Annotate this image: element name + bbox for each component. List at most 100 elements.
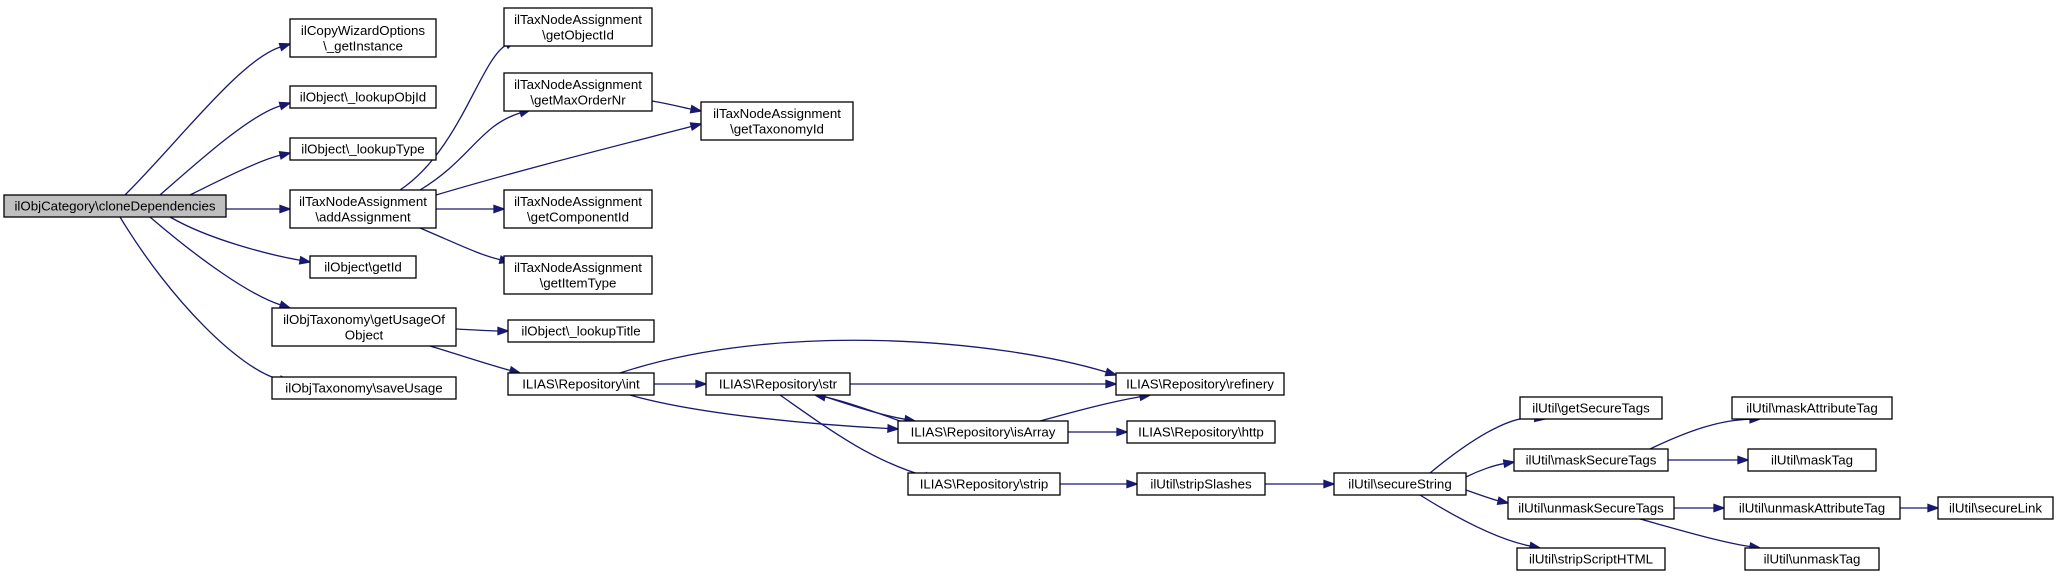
node-stripScriptHTML[interactable]: ilUtil\stripScriptHTML bbox=[1516, 547, 1666, 571]
edge-isArray-to-refinery bbox=[1039, 392, 1152, 422]
edge-line bbox=[1465, 489, 1499, 502]
node-box bbox=[271, 376, 457, 400]
edge-unmaskSecureTags-to-unmaskTag bbox=[1639, 518, 1762, 551]
node-getId[interactable]: ilObject\getId bbox=[309, 255, 417, 279]
node-lookupType[interactable]: ilObject\_lookupType bbox=[289, 137, 437, 161]
edge-getUsageOfObject-to-lookupTitle bbox=[455, 326, 510, 336]
edge-line bbox=[419, 112, 521, 191]
node-label: ilUtil\maskSecureTags bbox=[1526, 453, 1657, 468]
node-label: ilTaxNodeAssignment bbox=[514, 194, 642, 209]
node-box bbox=[897, 420, 1069, 444]
node-isArray[interactable]: ILIAS\Repository\isArray bbox=[897, 420, 1069, 444]
edge-addAssignment-to-getComponentId bbox=[436, 204, 506, 214]
node-addAssignment[interactable]: ilTaxNodeAssignment\addAssignment bbox=[289, 189, 437, 229]
node-label: ilUtil\maskAttributeTag bbox=[1746, 401, 1878, 416]
edge-unmaskSecureTags-to-unmaskAttributeTag bbox=[1674, 503, 1726, 513]
edge-secureString-to-unmaskSecureTags bbox=[1465, 489, 1510, 506]
node-box bbox=[289, 137, 437, 161]
node-secureString[interactable]: ilUtil\secureString bbox=[1333, 472, 1467, 496]
node-lookupObjId[interactable]: ilObject\_lookupObjId bbox=[289, 85, 437, 109]
edge-line bbox=[419, 227, 501, 261]
node-label: ILIAS\Repository\isArray bbox=[911, 425, 1056, 440]
node-label: \getMaxOrderNr bbox=[530, 92, 626, 107]
arrowhead-icon bbox=[298, 255, 312, 265]
edge-line bbox=[1465, 462, 1505, 478]
node-root[interactable]: ilObjCategory\cloneDependencies bbox=[3, 194, 227, 218]
edge-int-to-refinery bbox=[619, 339, 1118, 377]
node-maskAttributeTag[interactable]: ilUtil\maskAttributeTag bbox=[1731, 396, 1893, 420]
arrowhead-icon bbox=[1927, 503, 1940, 513]
arrowhead-icon bbox=[1104, 367, 1118, 377]
node-box bbox=[1519, 396, 1663, 420]
node-label: ilObjCategory\cloneDependencies bbox=[14, 199, 215, 214]
node-saveUsage[interactable]: ilObjTaxonomy\saveUsage bbox=[271, 376, 457, 400]
edge-secureString-to-maskSecureTags bbox=[1465, 459, 1516, 478]
node-getObjectId[interactable]: ilTaxNodeAssignment\getObjectId bbox=[503, 7, 653, 47]
node-box bbox=[507, 319, 655, 343]
edge-str-to-refinery bbox=[849, 379, 1118, 389]
edge-getMaxOrderNr-to-getTaxonomyId bbox=[651, 100, 703, 114]
edge-line bbox=[149, 216, 281, 306]
edge-root-to-addAssignment bbox=[226, 204, 292, 214]
node-getTaxonomyId[interactable]: ilTaxNodeAssignment\getTaxonomyId bbox=[700, 101, 854, 141]
node-cwo[interactable]: ilCopyWizardOptions\_getInstance bbox=[289, 18, 437, 58]
node-int[interactable]: ILIAS\Repository\int bbox=[507, 372, 655, 396]
node-maskTag[interactable]: ilUtil\maskTag bbox=[1747, 448, 1877, 472]
arrowhead-icon bbox=[1737, 455, 1750, 465]
arrowhead-icon bbox=[1496, 496, 1510, 506]
edge-line bbox=[1639, 518, 1751, 548]
node-strip[interactable]: ILIAS\Repository\strip bbox=[907, 472, 1061, 496]
node-label: ilUtil\unmaskTag bbox=[1764, 552, 1861, 567]
node-http[interactable]: ILIAS\Repository\http bbox=[1126, 420, 1276, 444]
edge-line bbox=[159, 105, 281, 196]
node-label: ilUtil\unmaskAttributeTag bbox=[1739, 501, 1885, 516]
node-label: ilObjTaxonomy\saveUsage bbox=[285, 381, 442, 396]
node-stripSlashes[interactable]: ilUtil\stripSlashes bbox=[1136, 472, 1266, 496]
node-label: \_getInstance bbox=[323, 38, 403, 53]
node-label: ILIAS\Repository\refinery bbox=[1126, 377, 1274, 392]
node-label: \getObjectId bbox=[542, 27, 614, 42]
node-box bbox=[3, 194, 227, 218]
node-label: ilTaxNodeAssignment bbox=[514, 260, 642, 275]
node-str[interactable]: ILIAS\Repository\str bbox=[705, 372, 851, 396]
node-secureLink[interactable]: ilUtil\secureLink bbox=[1937, 496, 2054, 520]
node-label: ilTaxNodeAssignment bbox=[299, 194, 427, 209]
node-label: ilUtil\unmaskSecureTags bbox=[1518, 501, 1664, 516]
node-box bbox=[507, 372, 655, 396]
arrowhead-icon bbox=[1116, 427, 1129, 437]
arrowhead-icon bbox=[1105, 379, 1118, 389]
edge-root-to-lookupObjId bbox=[159, 101, 292, 196]
node-label: ilObject\_lookupType bbox=[301, 142, 424, 157]
node-lookupTitle[interactable]: ilObject\_lookupTitle bbox=[507, 319, 655, 343]
arrowhead-icon bbox=[497, 326, 510, 336]
edge-line bbox=[1419, 494, 1531, 547]
edge-addAssignment-to-getItemType bbox=[419, 227, 512, 264]
node-box bbox=[1937, 496, 2054, 520]
node-box bbox=[705, 372, 851, 396]
edge-int-to-isArray bbox=[629, 394, 900, 433]
node-box bbox=[289, 18, 437, 58]
node-box bbox=[1333, 472, 1467, 496]
node-getSecureTags[interactable]: ilUtil\getSecureTags bbox=[1519, 396, 1663, 420]
node-unmaskSecureTags[interactable]: ilUtil\unmaskSecureTags bbox=[1507, 496, 1675, 520]
node-label: ilUtil\maskTag bbox=[1771, 453, 1853, 468]
node-refinery[interactable]: ILIAS\Repository\refinery bbox=[1115, 372, 1285, 396]
node-getComponentId[interactable]: ilTaxNodeAssignment\getComponentId bbox=[503, 189, 653, 229]
node-label: \addAssignment bbox=[315, 209, 411, 224]
node-box bbox=[271, 307, 457, 347]
edge-line bbox=[1039, 396, 1141, 422]
arrowhead-icon bbox=[689, 104, 703, 114]
arrowhead-icon bbox=[695, 379, 708, 389]
node-getItemType[interactable]: ilTaxNodeAssignment\getItemType bbox=[503, 255, 653, 295]
arrowhead-icon bbox=[278, 300, 292, 310]
edge-line bbox=[1649, 418, 1751, 450]
node-maskSecureTags[interactable]: ilUtil\maskSecureTags bbox=[1513, 448, 1669, 472]
edge-root-to-getUsageOfObject bbox=[149, 216, 292, 310]
node-label: ilObject\_lookupObjId bbox=[300, 90, 426, 105]
node-getMaxOrderNr[interactable]: ilTaxNodeAssignment\getMaxOrderNr bbox=[503, 72, 653, 112]
node-label: ilObject\getId bbox=[324, 260, 402, 275]
node-unmaskAttributeTag[interactable]: ilUtil\unmaskAttributeTag bbox=[1723, 496, 1901, 520]
node-unmaskTag[interactable]: ilUtil\unmaskTag bbox=[1744, 547, 1880, 571]
